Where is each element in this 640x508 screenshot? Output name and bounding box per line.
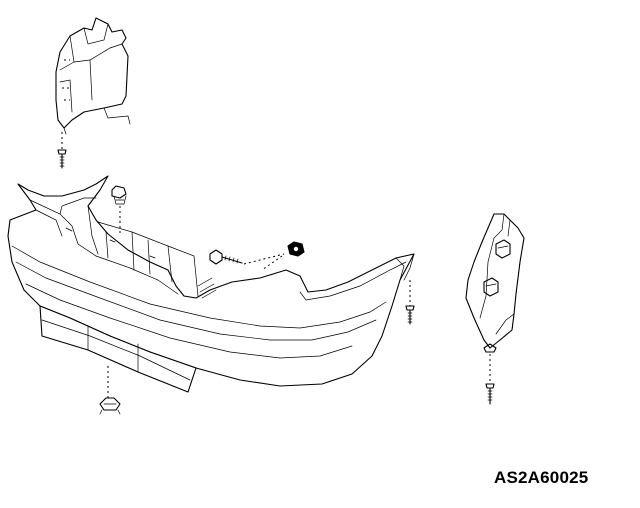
shield-screw-upper [57, 132, 67, 169]
rear-bumper-cover [7, 175, 415, 387]
center-bolt [209, 249, 285, 265]
center-nut [261, 241, 305, 271]
bracket-screw [485, 354, 495, 405]
diagram-reference-code: AS2A60025 [494, 468, 589, 487]
lower-retainer-clip [99, 366, 121, 415]
lower-under-panel [39, 305, 197, 393]
right-side-bracket [465, 213, 525, 353]
right-side-screw [405, 280, 415, 325]
upper-retainer-clip [111, 185, 127, 236]
left-splash-shield [55, 17, 131, 135]
